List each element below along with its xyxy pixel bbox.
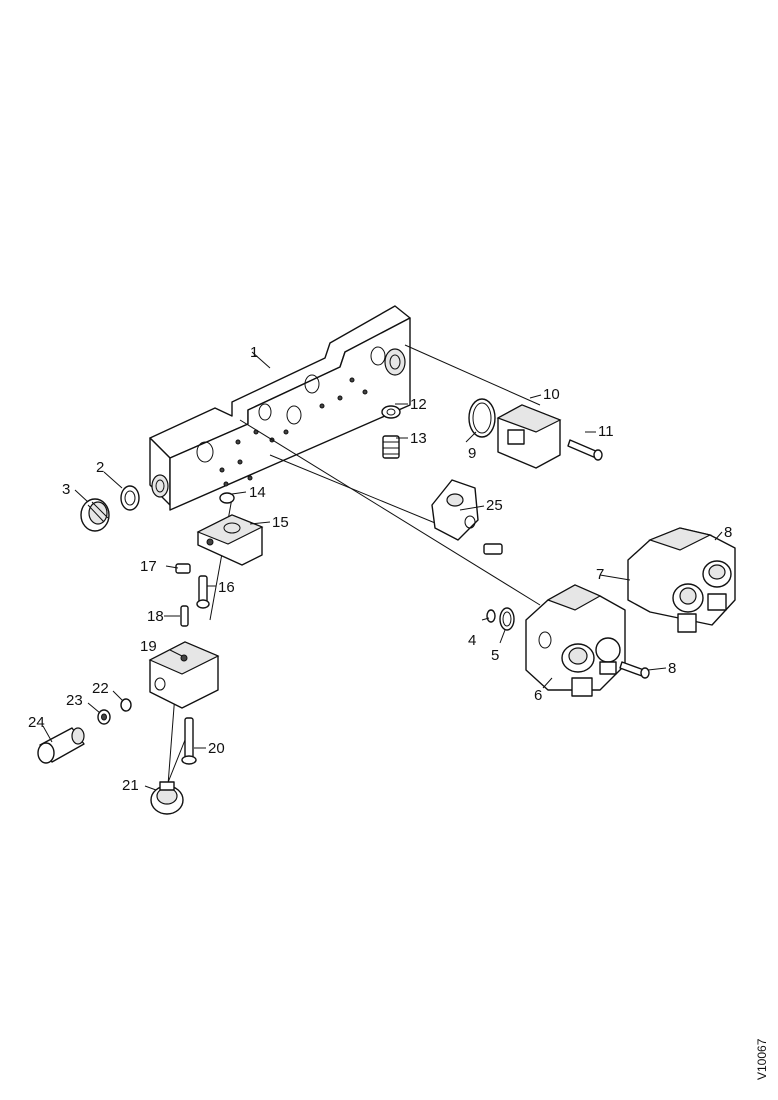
callout-2: 2 — [96, 459, 104, 476]
part-19-block — [148, 641, 220, 709]
part-5-gasket — [499, 607, 515, 631]
callout-15: 15 — [272, 514, 289, 531]
callout-4: 4 — [468, 632, 476, 649]
callout-8-lower: 8 — [668, 660, 676, 677]
part-25-bracket — [431, 479, 503, 555]
callout-19: 19 — [140, 638, 157, 655]
part-6-solenoid-valve-front — [525, 584, 626, 697]
callout-14: 14 — [249, 484, 266, 501]
valve-block — [149, 305, 411, 511]
callout-16: 16 — [218, 579, 235, 596]
callout-6-front: 6 — [534, 687, 542, 704]
callout-22: 22 — [92, 680, 109, 697]
part-17-fitting — [175, 563, 191, 574]
part-13-sensor — [382, 435, 400, 459]
callout-25: 25 — [486, 497, 503, 514]
part-23-nut — [97, 709, 111, 725]
reference-code: V10067 — [755, 1038, 769, 1080]
callout-leaders — [42, 394, 723, 791]
callout-17: 17 — [140, 558, 157, 575]
part-9-oring — [468, 398, 496, 438]
part-21-sensor — [150, 781, 184, 815]
part-10-solenoid — [496, 404, 562, 469]
callout-13: 13 — [410, 430, 427, 447]
part-12-washer — [381, 405, 401, 419]
callout-8-rear: 8 — [724, 524, 732, 541]
part-16-bolt — [196, 575, 210, 609]
callout-11: 11 — [598, 423, 614, 440]
part-7-solenoid-valve-rear — [627, 527, 736, 633]
part-24-fitting — [37, 727, 85, 764]
part-4-ring — [486, 609, 496, 623]
callout-23: 23 — [66, 692, 83, 709]
callouts: 1 2 3 12 13 9 10 11 14 15 25 17 16 18 19… — [28, 344, 732, 794]
part-20-bolt — [181, 717, 197, 765]
part-2-washer — [120, 485, 140, 511]
callout-12: 12 — [410, 396, 427, 413]
part-15-block — [196, 514, 264, 566]
part-3-plug — [80, 498, 110, 532]
part-22-ring — [120, 698, 132, 712]
callout-9: 9 — [468, 445, 476, 462]
callout-24: 24 — [28, 714, 45, 731]
callout-1: 1 — [250, 344, 258, 361]
part-14-nut — [219, 492, 235, 504]
callout-3: 3 — [62, 481, 70, 498]
callout-20: 20 — [208, 740, 225, 757]
part-18-screw — [180, 605, 189, 627]
callout-21: 21 — [122, 777, 139, 794]
part-11-bolt — [567, 439, 603, 461]
part-8-bolt-lower — [619, 661, 650, 679]
callout-10: 10 — [543, 386, 560, 403]
callout-7: 7 — [596, 566, 604, 583]
callout-18: 18 — [147, 608, 164, 625]
callout-5: 5 — [491, 647, 499, 664]
